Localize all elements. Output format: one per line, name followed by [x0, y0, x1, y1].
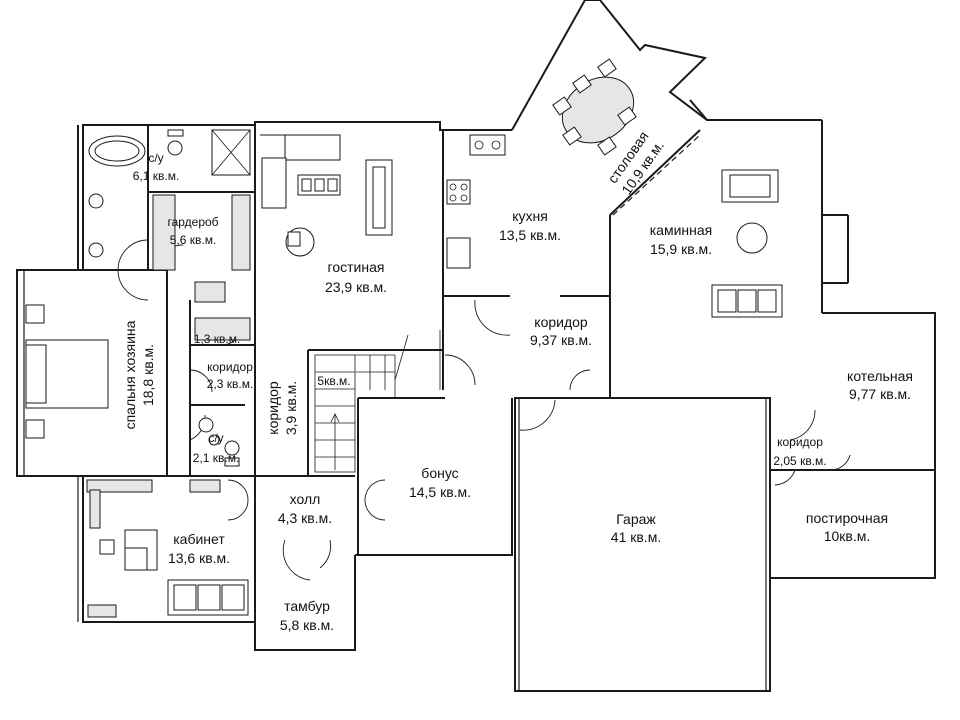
- room-area-closet13: 1,3 кв.м.: [194, 332, 241, 346]
- room-name-tambur: тамбур: [284, 598, 330, 614]
- room-area-postirochnaya: 10кв.м.: [824, 528, 871, 544]
- room-name-koridor205: коридор: [777, 435, 823, 449]
- room-name-garazh: Гараж: [616, 511, 656, 527]
- chair-icon: [99, 539, 115, 555]
- room-area-koridor39: 3,9 кв.м.: [283, 381, 299, 435]
- room-area-kuhnya: 13,5 кв.м.: [499, 227, 561, 243]
- room-name-kotelnaya: котельная: [847, 368, 913, 384]
- room-area-spalnya: 18,8 кв.м.: [140, 344, 156, 406]
- room-area-koridor937: 9,37 кв.м.: [530, 332, 592, 348]
- sink-icon: [198, 417, 214, 433]
- coffee-table-icon: [736, 222, 768, 254]
- room-area-garazh: 41 кв.м.: [611, 529, 661, 545]
- room-name-postirochnaya: постирочная: [806, 510, 888, 526]
- stairs-icon: [314, 354, 396, 473]
- room-area-koridor205: 2,05 кв.м.: [773, 454, 826, 468]
- stove-icon: [446, 179, 471, 205]
- room-area-koridor23: 2,3 кв.м.: [207, 377, 254, 391]
- room-name-spalnya: спальня хозяина: [122, 320, 138, 429]
- toilet-icon: [167, 129, 184, 137]
- room-name-garderob: гардероб: [167, 215, 218, 229]
- room-area-kaminnaya: 15,9 кв.м.: [650, 241, 712, 257]
- sofa-icon: [260, 134, 341, 161]
- kitchen-sink-icon: [469, 134, 506, 156]
- room-name-gostinaya: гостиная: [328, 259, 385, 275]
- room-area-stairs: 5кв.м.: [317, 374, 350, 388]
- room-area-tambur: 5,8 кв.м.: [280, 617, 334, 633]
- room-name-kabinet: кабинет: [173, 531, 225, 547]
- room-name-su1: с/у: [148, 151, 163, 165]
- room-name-koridor23: коридор: [207, 360, 253, 374]
- room-area-kabinet: 13,6 кв.м.: [168, 550, 230, 566]
- room-area-su2: 2,1 кв.м.: [193, 451, 240, 465]
- room-name-koridor937: коридор: [534, 314, 588, 330]
- furniture: [25, 58, 783, 618]
- room-area-bonus: 14,5 кв.м.: [409, 484, 471, 500]
- toilet-icon: [224, 440, 240, 456]
- room-name-kuhnya: кухня: [512, 208, 548, 224]
- room-name-bonus: бонус: [421, 465, 458, 481]
- room-area-garderob: 5,6 кв.м.: [170, 233, 217, 247]
- room-area-kotelnaya: 9,77 кв.м.: [849, 386, 911, 402]
- room-area-su1: 6,1 кв.м.: [133, 169, 180, 183]
- sink-icon: [88, 193, 104, 209]
- room-area-gostinaya: 23,9 кв.м.: [325, 279, 387, 295]
- room-name-holl: холл: [290, 491, 321, 507]
- room-name-kaminnaya: каминная: [650, 222, 713, 238]
- room-name-su2: с/у: [208, 431, 223, 445]
- room-area-holl: 4,3 кв.м.: [278, 510, 332, 526]
- room-labels: с/у 6,1 кв.м. гардероб 5,6 кв.м. гостина…: [122, 128, 913, 633]
- walls: [16, 0, 936, 692]
- room-name-koridor39: коридор: [265, 381, 281, 435]
